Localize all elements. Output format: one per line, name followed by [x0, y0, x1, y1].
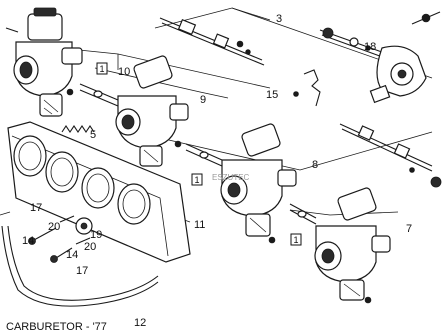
svg-text:1: 1	[294, 235, 299, 245]
box-tag-1-a: 1	[96, 62, 108, 75]
callout-12: 12	[134, 317, 146, 329]
watermark: ESZUTEC	[212, 173, 250, 182]
svg-text:1: 1	[100, 64, 105, 74]
callout-9: 9	[200, 94, 206, 106]
bracket-line-9	[94, 67, 229, 99]
bracket-line-3	[154, 7, 433, 79]
spring-5	[61, 125, 95, 133]
callout-17-lower: 17	[76, 265, 88, 277]
callout-15: 15	[266, 89, 278, 101]
callout-17-upper: 17	[30, 202, 42, 214]
callout-20-upper: 20	[48, 221, 60, 233]
callout-7: 7	[406, 223, 412, 235]
callout-18: 18	[364, 41, 376, 53]
throttle-shaft-upper	[159, 17, 265, 66]
joint-pipe-middle	[185, 143, 223, 167]
callout-10: 10	[118, 66, 130, 78]
callout-14-lower: 14	[66, 249, 78, 261]
callout-20-lower: 20	[84, 241, 96, 253]
diagram-caption: CARBURETOR - '77	[6, 321, 107, 333]
callout-14-left: 14	[22, 235, 34, 247]
joint-pipe-upper	[79, 83, 119, 107]
callout-3: 3	[276, 13, 282, 25]
carburetor-2	[115, 55, 189, 167]
carburetor-3	[220, 123, 297, 244]
callout-19: 19	[90, 229, 102, 241]
intake-holder-plate	[0, 121, 191, 263]
joint-pipe-lower	[289, 203, 317, 225]
svg-text:1: 1	[195, 175, 200, 185]
carburetor-1	[5, 7, 83, 117]
washer-19	[75, 217, 93, 235]
box-tag-1-c: 1	[290, 233, 302, 246]
choke-lever-assembly	[365, 11, 441, 104]
callout-11: 11	[194, 219, 205, 231]
throttle-shaft-lower	[339, 123, 442, 188]
carburetor-4	[314, 187, 391, 304]
callout-5: 5	[90, 129, 96, 141]
callout-labels: 3 10 18 15 9 5 8 11 7 17 20 14 19 20 14 …	[22, 13, 412, 329]
bracket-line-8	[159, 131, 433, 171]
link-spring-15	[293, 69, 321, 107]
fuel-hose-12	[1, 225, 159, 307]
bolt-14	[28, 227, 73, 263]
callout-8: 8	[312, 159, 318, 171]
box-tag-1-b: 1	[191, 173, 203, 186]
screw-20	[59, 215, 91, 245]
